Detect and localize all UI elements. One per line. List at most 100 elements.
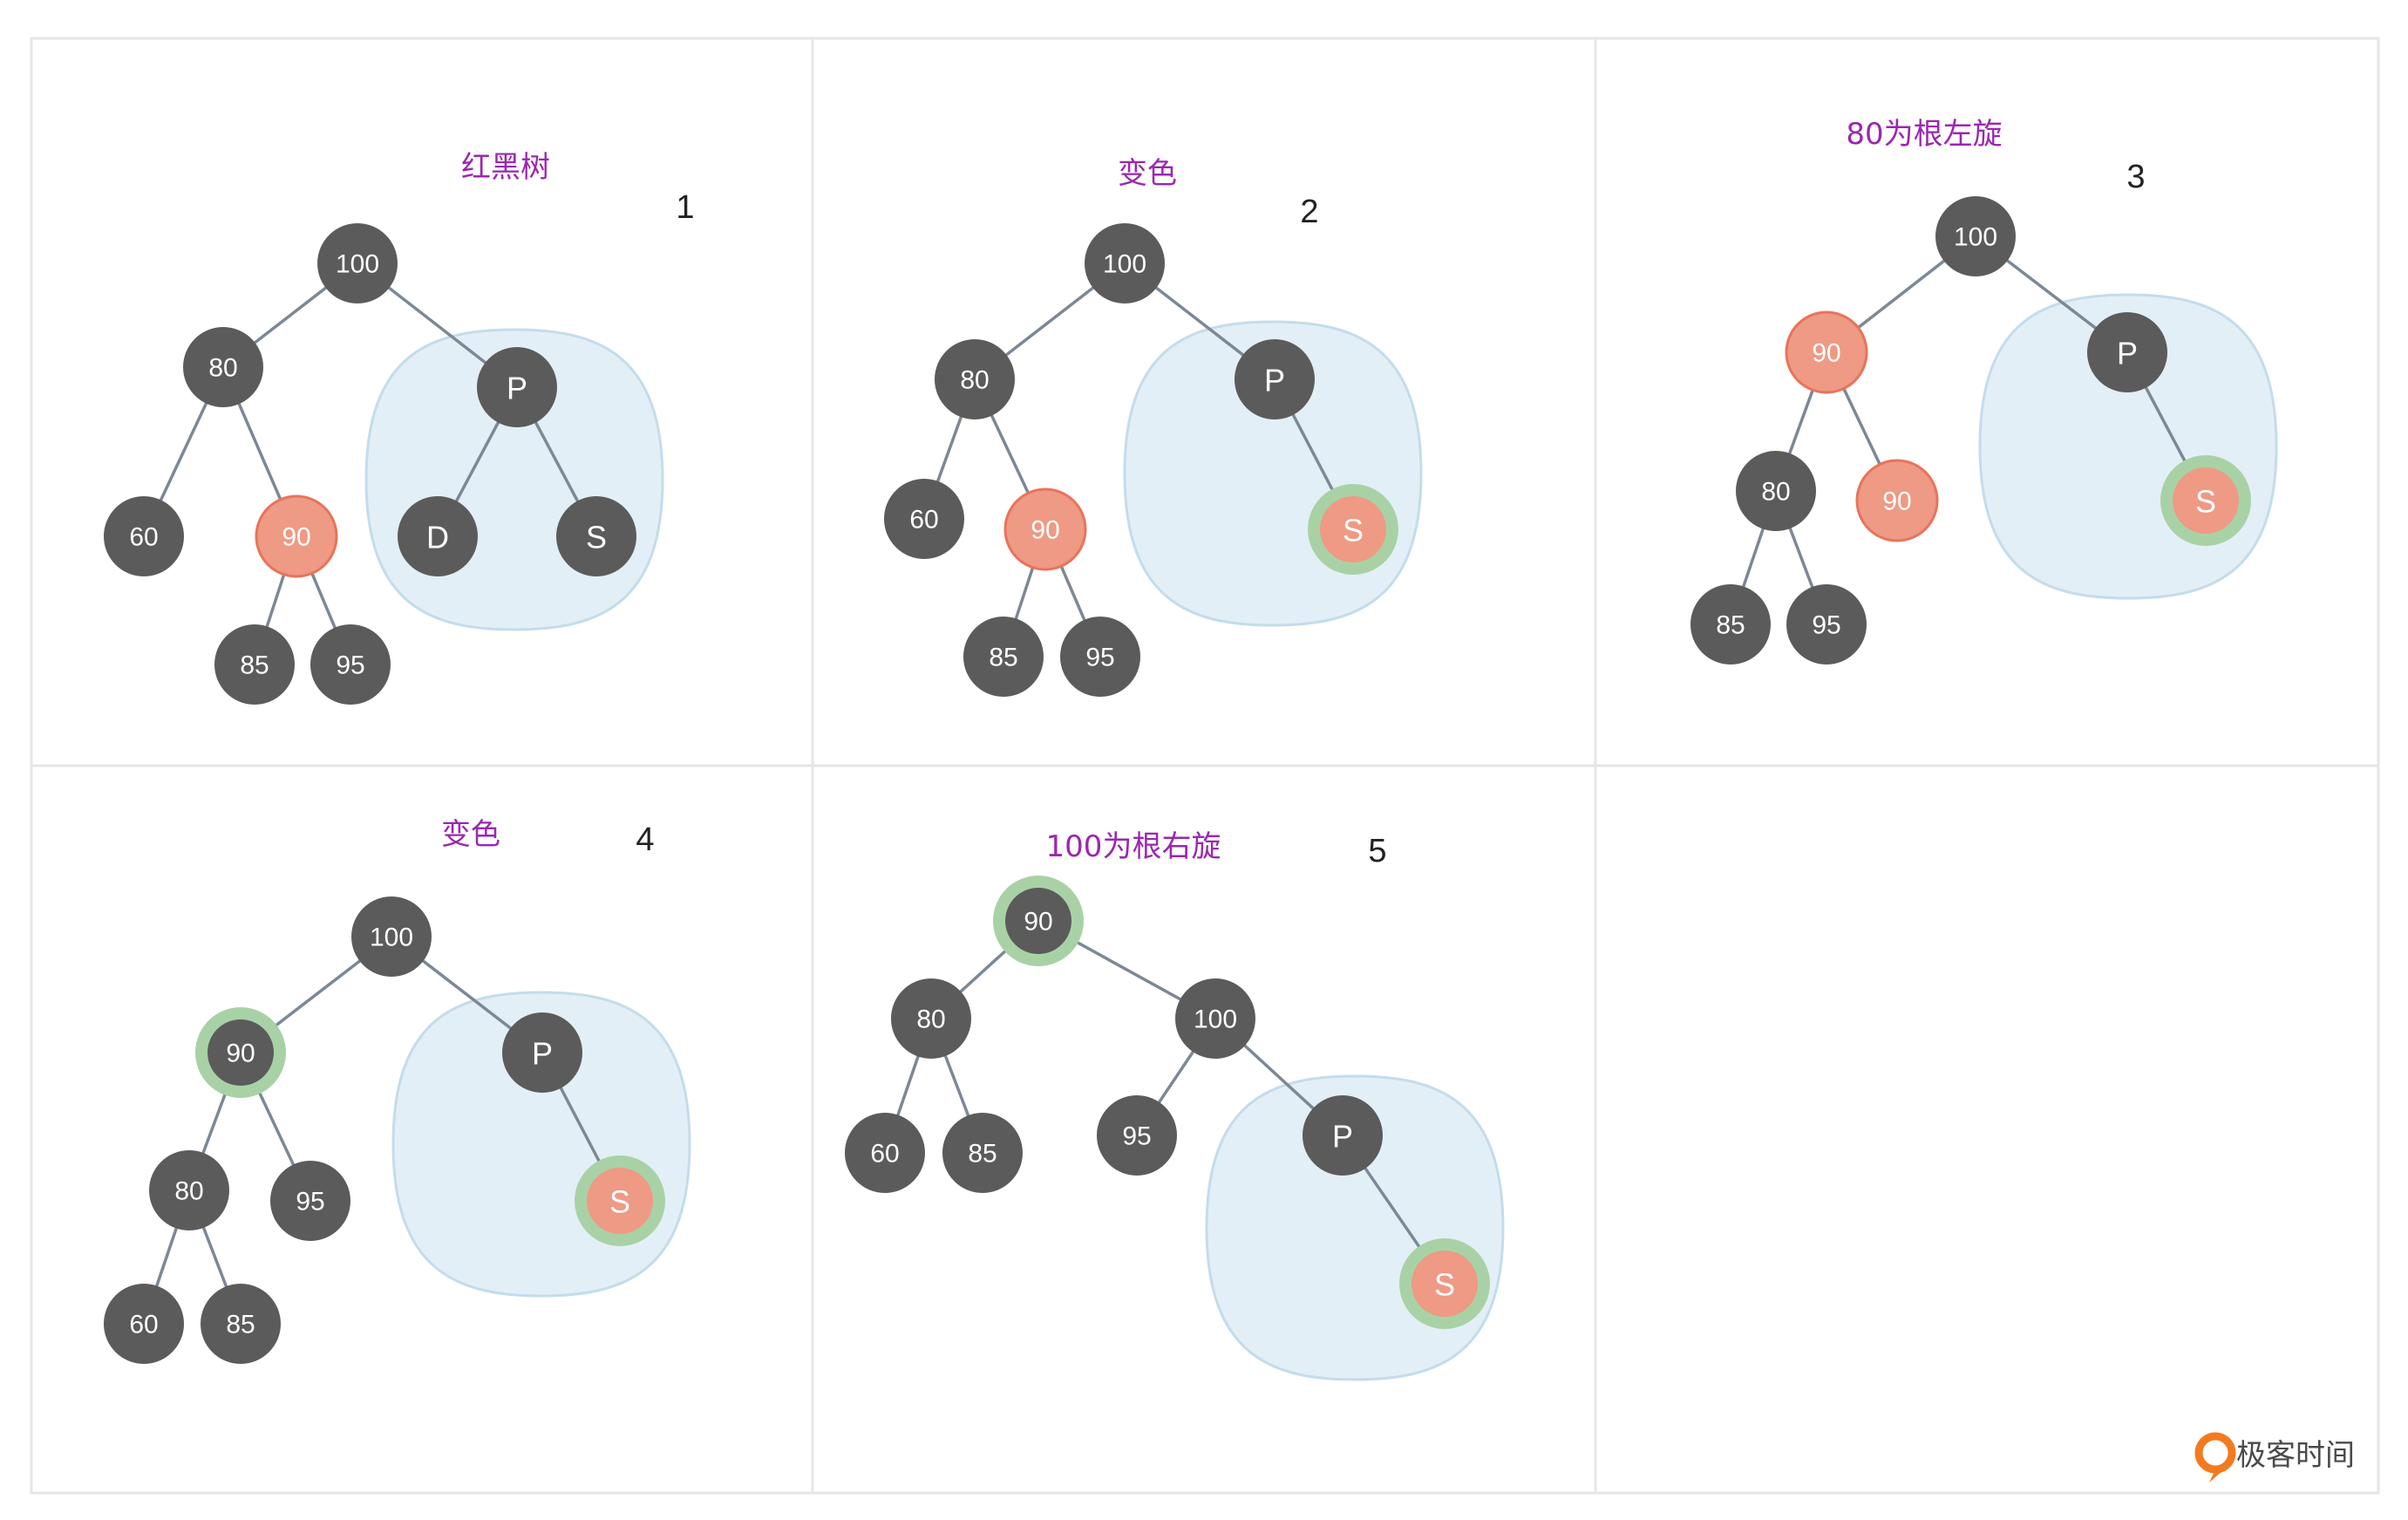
- panel-title: 变色: [1118, 156, 1177, 191]
- node-label: 100: [1194, 1005, 1237, 1034]
- tree-node-95: 95: [270, 1161, 350, 1241]
- tree-node-100: 100: [1935, 196, 2016, 276]
- tree-node-85: 85: [942, 1113, 1023, 1193]
- node-circle: [1935, 196, 2016, 276]
- node-label: S: [586, 520, 607, 556]
- node-circle: [1855, 459, 1939, 542]
- logo-text: 极客时间: [2236, 1438, 2355, 1473]
- node-circle: [104, 496, 184, 576]
- node-label: 80: [960, 366, 989, 395]
- tree-node-60: 60: [104, 1284, 184, 1364]
- node-circle: [1303, 1095, 1383, 1176]
- tree-node-90: 90: [195, 1007, 286, 1098]
- tree-node-85: 85: [201, 1284, 281, 1364]
- tree-node-p: P: [2087, 312, 2167, 392]
- node-label: 95: [1122, 1122, 1151, 1151]
- tree-node-85: 85: [1690, 584, 1771, 665]
- panel-title: 80为根左旋: [1846, 117, 2002, 152]
- node-circle: [1690, 584, 1771, 665]
- node-label: P: [1332, 1119, 1353, 1155]
- node-circle: [1060, 617, 1140, 697]
- node-circle: [1003, 487, 1087, 571]
- tree-node-d: D: [398, 496, 478, 576]
- tree-node-80: 80: [891, 978, 971, 1059]
- node-circle: [935, 339, 1015, 419]
- brand-logo: 极客时间: [2194, 1432, 2355, 1483]
- tree-node-p: P: [1303, 1095, 1383, 1176]
- node-label: 95: [336, 651, 364, 680]
- node-label: 85: [240, 651, 269, 680]
- tree-node-80: 80: [183, 327, 263, 407]
- node-circle: [1175, 978, 1255, 1059]
- node-label: 60: [129, 523, 158, 552]
- node-label: 100: [336, 250, 379, 279]
- node-circle: [502, 1012, 582, 1093]
- node-label: 80: [916, 1005, 945, 1034]
- node-circle: [1786, 584, 1867, 665]
- node-circle: [317, 223, 398, 303]
- node-label: 60: [909, 506, 938, 535]
- node-circle: [104, 1284, 184, 1364]
- tree-node-p: P: [1235, 339, 1315, 419]
- node-circle: [207, 1019, 274, 1086]
- node-label: 95: [296, 1188, 324, 1217]
- node-circle: [1785, 310, 1868, 394]
- node-label: S: [1434, 1267, 1455, 1303]
- tree-node-90: 90: [1855, 459, 1939, 542]
- node-circle: [1005, 888, 1071, 954]
- panel-5: 100为根右旋 5 90 80 100 60 85 95 P S: [845, 829, 1505, 1381]
- node-label: P: [1264, 363, 1285, 399]
- node-circle: [2087, 312, 2167, 392]
- node-label: 90: [1812, 339, 1840, 368]
- tree-node-s: S: [1308, 484, 1398, 575]
- node-label: 80: [1761, 478, 1790, 507]
- node-label: 85: [1716, 611, 1745, 640]
- tree-node-p: P: [502, 1012, 582, 1093]
- node-label: 60: [870, 1140, 899, 1169]
- node-circle: [477, 347, 557, 427]
- tree-node-60: 60: [104, 496, 184, 576]
- node-label: 100: [370, 924, 413, 952]
- node-label: P: [532, 1036, 553, 1072]
- node-label: 90: [1882, 487, 1911, 516]
- node-circle: [351, 896, 432, 977]
- tree-node-90: 90: [993, 876, 1084, 966]
- node-label: D: [426, 520, 449, 556]
- node-label: 90: [282, 523, 310, 552]
- tree-node-90: 90: [1003, 487, 1087, 571]
- node-circle: [310, 624, 391, 705]
- node-label: 100: [1103, 250, 1146, 279]
- tree-node-95: 95: [1786, 584, 1867, 665]
- step-number: 2: [1300, 194, 1318, 230]
- node-circle: [942, 1113, 1023, 1193]
- node-circle: [270, 1161, 350, 1241]
- node-circle: [214, 624, 295, 705]
- tree-node-90: 90: [255, 494, 338, 578]
- tree-node-60: 60: [884, 479, 964, 559]
- node-circle: [2173, 467, 2239, 534]
- geektime-logo-icon: [2194, 1432, 2236, 1483]
- tree-node-s: S: [1399, 1238, 1490, 1329]
- tree-node-80: 80: [149, 1150, 229, 1230]
- panel-title: 100为根右旋: [1046, 829, 1221, 864]
- node-circle: [149, 1150, 229, 1230]
- node-circle: [1736, 451, 1816, 531]
- tree-node-80: 80: [935, 339, 1015, 419]
- tree-node-s: S: [556, 496, 636, 576]
- node-label: 90: [1024, 908, 1052, 937]
- step-number: 3: [2126, 159, 2145, 195]
- node-circle: [1085, 223, 1165, 303]
- node-label: 60: [129, 1311, 158, 1339]
- node-circle: [1097, 1095, 1177, 1176]
- node-circle: [1411, 1251, 1478, 1317]
- node-circle: [884, 479, 964, 559]
- tree-node-100: 100: [317, 223, 398, 303]
- node-label: 80: [208, 354, 237, 383]
- node-circle: [255, 494, 338, 578]
- step-number: 5: [1368, 833, 1386, 869]
